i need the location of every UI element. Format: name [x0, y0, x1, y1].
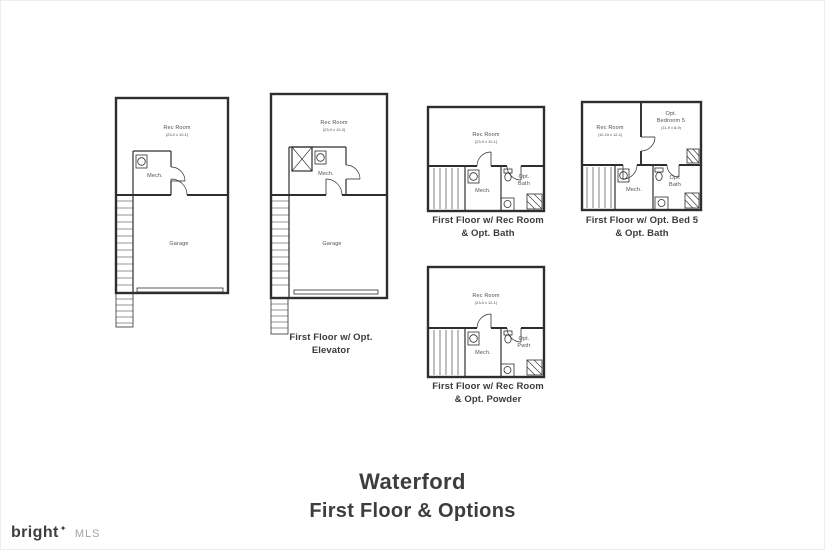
mech-label: Mech. [318, 171, 334, 177]
entry-stoop [115, 292, 134, 328]
sheet-subtitle: First Floor & Options [309, 500, 516, 522]
door-arcs [170, 166, 188, 196]
closet-hatch [684, 148, 700, 209]
plan-rec-powder-drawing: Rec Room (23-0 x 12-1) Mech. Opt. Pwdr [426, 265, 546, 379]
plan-name-title: Waterford [359, 469, 466, 494]
plan-rec-bath-drawing: Rec Room (23-0 x 10-1) Mech. Opt. Bath [426, 105, 546, 213]
water-heater-icon [314, 150, 327, 165]
room-labels: Rec Room (23-0 x 10-1) Mech. Opt. Bath [472, 132, 530, 194]
plan-base: Rec Room (23-0 x 10-1) Mech. Garage [113, 95, 231, 335]
plan-base-drawing: Rec Room (23-0 x 10-1) Mech. Garage [114, 96, 230, 328]
bath-label-line1: Opt. [519, 174, 530, 180]
garage-label: Garage [169, 241, 188, 247]
rec-room-dims: (23-0 x 10-1) [475, 139, 498, 144]
bath-label-line2: Bath [669, 182, 681, 188]
garage-door [136, 287, 224, 293]
water-heater-icon [467, 331, 480, 346]
caption-line: & Opt. Bath [615, 227, 669, 239]
plan-elevator: Rec Room (23-0 x 10-4) Mech. Garage [268, 91, 390, 343]
bed5-label-line2: Bedroom 5 [657, 118, 685, 124]
garage-door [293, 289, 379, 295]
mech-label: Mech. [147, 173, 163, 179]
mech-label: Mech. [626, 187, 642, 193]
plan-elevator-drawing: Rec Room (23-0 x 10-4) Mech. Garage [269, 92, 389, 335]
toilet-icon [503, 168, 513, 182]
closet-hatch [526, 193, 543, 210]
rec-room-dims: (10-10 x 12-1) [598, 132, 623, 137]
interior-walls [582, 102, 701, 210]
room-labels: Rec Room (23-0 x 12-1) Mech. Opt. Pwdr [472, 293, 530, 356]
door-arcs [325, 164, 361, 196]
rec-room-dims: (23-0 x 10-4) [323, 127, 346, 132]
plan-rec-powder: Rec Room (23-0 x 12-1) Mech. Opt. Pwdr [425, 264, 547, 380]
caption-line: First Floor w/ Opt. [289, 332, 373, 343]
rec-room-label: Rec Room [472, 132, 499, 138]
sink-icon [654, 196, 669, 211]
toilet-icon [503, 330, 513, 344]
entry-stoop [270, 297, 289, 335]
water-heater-icon [467, 169, 480, 184]
caption-rec-powder: First Floor w/ Rec Room & Opt. Powder [411, 381, 565, 406]
stairs [271, 200, 289, 286]
caption-line: & Opt. Bath [461, 227, 515, 239]
brightmls-mls-text: MLS [74, 528, 101, 540]
stairs [433, 168, 459, 209]
interior-walls [271, 146, 387, 298]
water-heater-icon [135, 154, 148, 169]
caption-rec-bath: First Floor w/ Rec Room & Opt. Bath [411, 215, 565, 240]
closet-hatch [526, 359, 543, 376]
stairs [116, 200, 133, 286]
plan-rec-bath: Rec Room (23-0 x 10-1) Mech. Opt. Bath [425, 104, 547, 216]
caption-line: First Floor w/ Opt. Bed 5 [585, 215, 699, 226]
garage-label: Garage [322, 241, 341, 247]
stairs [586, 167, 612, 208]
bath-label-line1: Opt. [670, 175, 681, 181]
outer-walls [426, 105, 546, 213]
mech-label: Mech. [475, 188, 491, 194]
toilet-icon [654, 167, 664, 181]
outer-walls [426, 265, 546, 379]
rec-room-label: Rec Room [163, 125, 190, 131]
door-arcs [622, 136, 680, 180]
bed5-label-line1: Opt. [666, 111, 677, 117]
brightmls-logo: bright✦ MLS [11, 524, 101, 542]
rec-room-dims: (23-0 x 10-1) [166, 132, 189, 137]
powder-label-line2: Pwdr [517, 343, 530, 349]
rec-room-label: Rec Room [320, 120, 347, 126]
mech-label: Mech. [475, 350, 491, 356]
rec-room-label: Rec Room [472, 293, 499, 299]
room-labels: Rec Room (10-10 x 12-1) Opt. Bedroom 5 (… [596, 111, 685, 193]
caption-line: First Floor w/ Rec Room [432, 215, 544, 226]
bed5-dims: (11-9 x 8-9) [661, 125, 682, 130]
rec-room-label: Rec Room [596, 125, 623, 131]
rec-room-dims: (23-0 x 12-1) [475, 300, 498, 305]
caption-elevator: First Floor w/ Opt. Elevator [255, 332, 407, 357]
elevator-shaft [291, 146, 313, 172]
caption-line: Elevator [311, 344, 351, 356]
sink-icon [500, 197, 515, 212]
room-labels: Rec Room (23-0 x 10-1) Mech. Garage [147, 125, 191, 247]
plan-bed5-bath-drawing: Rec Room (10-10 x 12-1) Opt. Bedroom 5 (… [580, 100, 703, 212]
caption-bed5-bath: First Floor w/ Opt. Bed 5 & Opt. Bath [565, 215, 719, 240]
bath-label-line2: Bath [518, 181, 530, 187]
stairs [433, 330, 459, 375]
water-heater-icon [617, 168, 630, 183]
sink-icon [500, 363, 515, 378]
powder-label-line1: Opt. [519, 336, 530, 342]
caption-line: & Opt. Powder [454, 393, 522, 405]
sparkle-icon: ✦ [59, 524, 67, 533]
door-arcs [476, 151, 522, 181]
caption-line: First Floor w/ Rec Room [432, 381, 544, 392]
sheet-title: Waterford First Floor & Options [1, 469, 824, 523]
outer-walls [269, 92, 389, 300]
plan-bed5-bath: Rec Room (10-10 x 12-1) Opt. Bedroom 5 (… [579, 99, 704, 213]
room-labels: Rec Room (23-0 x 10-4) Mech. Garage [318, 120, 348, 247]
brightmls-wordmark: bright [11, 524, 59, 541]
